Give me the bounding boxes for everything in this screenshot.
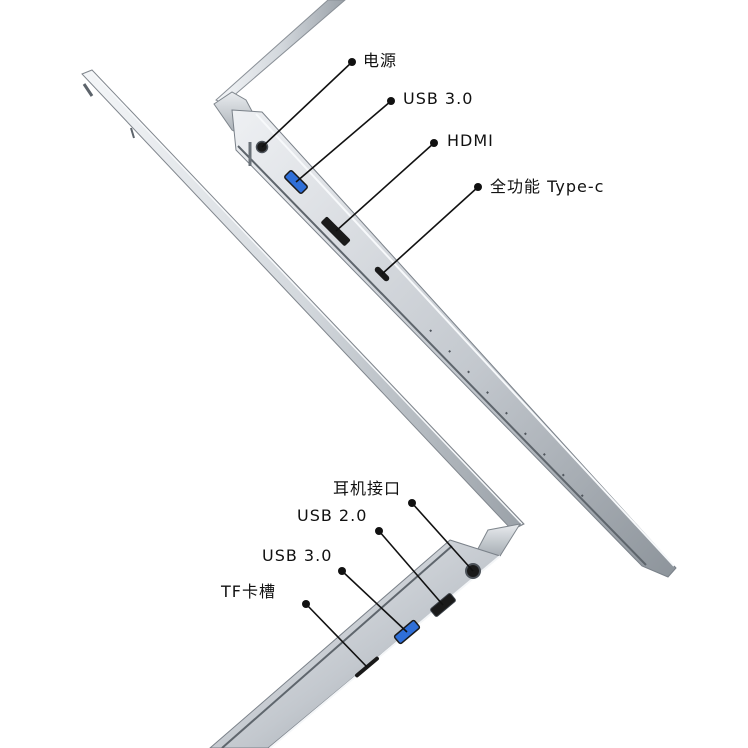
upper-laptop-shadow-edge [237, 145, 647, 566]
label-usb3-upper: USB 3.0 [403, 89, 474, 108]
lower-laptop-lid-hinge-mark [82, 83, 94, 97]
label-power: 电源 [363, 51, 398, 70]
label-usb2: USB 2.0 [297, 506, 368, 525]
lower-laptop-lid-highlight [91, 71, 523, 525]
upper-laptop-base [231, 109, 677, 578]
upper-laptop-lid [215, 0, 346, 105]
label-usb3-lower: USB 3.0 [262, 546, 333, 565]
upper-leader-lines [261, 61, 479, 275]
lower-laptop-lid [81, 69, 525, 531]
label-hdmi: HDMI [447, 131, 494, 150]
lower-laptop-base [209, 539, 502, 748]
upper-leader-dots [348, 58, 482, 191]
lower-laptop [81, 69, 525, 748]
lower-leader-dots [302, 499, 416, 608]
label-typec: 全功能 Type-c [490, 177, 605, 196]
upper-laptop-highlight [255, 113, 675, 567]
lower-laptop-highlight [269, 555, 501, 748]
label-headphone: 耳机接口 [333, 479, 402, 498]
lower-leader-lines [305, 502, 474, 668]
upper-laptop [213, 0, 677, 578]
label-tf: TF卡槽 [221, 582, 276, 601]
lower-laptop-lid-tick [130, 127, 135, 139]
hdmi-port-icon [321, 216, 351, 246]
lower-laptop-shadow-edge [221, 545, 453, 748]
